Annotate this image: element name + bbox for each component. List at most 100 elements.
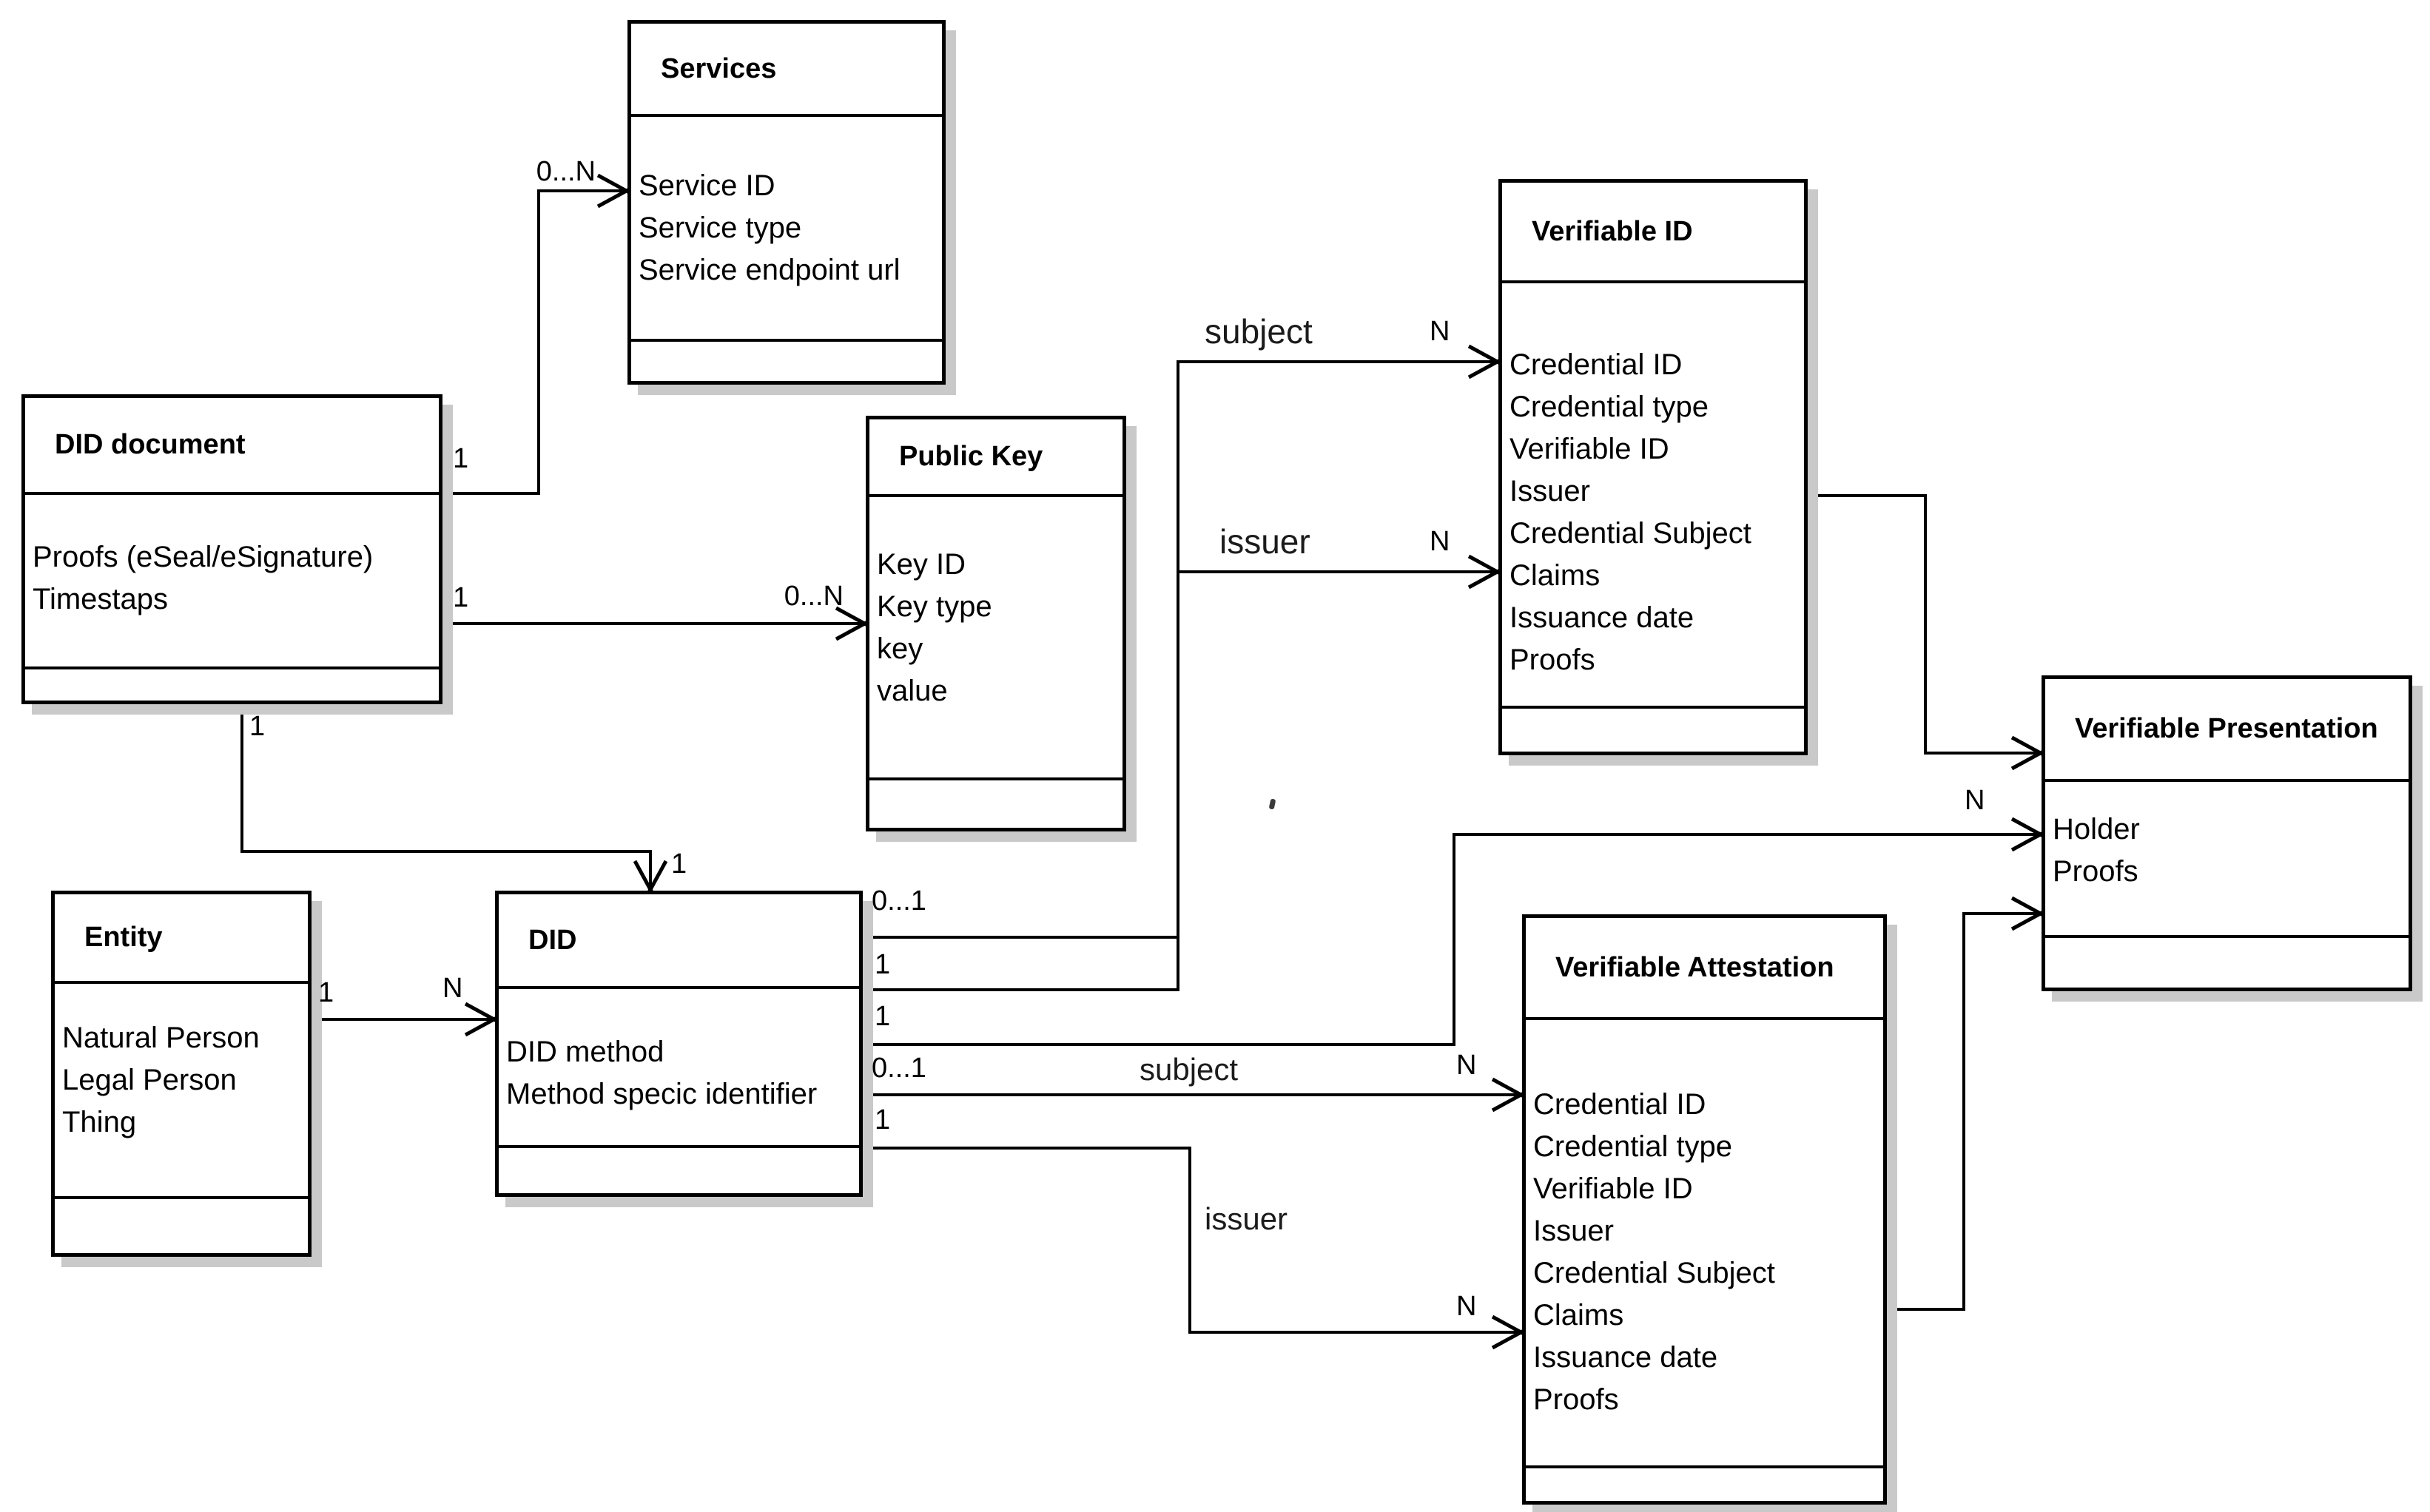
multiplicity-va-issuer-n: N [1456,1291,1477,1322]
connector-va-vp-h1 [1887,1308,1965,1311]
class-title-verifiable-id: Verifiable ID [1502,183,1804,283]
connector-va-vp-v [1962,912,1965,1311]
multiplicity-did-line-c: 1 [875,1001,891,1032]
class-attribute: Key type [877,590,992,623]
class-attribute: Issuance date [1510,601,1694,634]
multiplicity-entity-did-src: 1 [318,977,334,1008]
class-attribute: Issuer [1533,1215,1614,1247]
class-attribute: Claims [1533,1299,1624,1332]
class-attribute: Service type [639,212,802,244]
multiplicity-va-subject-n: N [1456,1050,1477,1081]
connector-vid-vp-h2 [1924,752,2042,755]
connector-diddoc-did-v1 [240,704,243,853]
multiplicity-vid-issuer-n: N [1430,526,1450,557]
stray-mark [1268,798,1276,810]
association-label-va-issuer: issuer [1205,1201,1288,1236]
open-arrowhead-icon-did-left [461,999,502,1040]
multiplicity-vp-holder-n: N [1965,785,1985,816]
connector-diddoc-services-h2 [537,189,627,192]
multiplicity-diddoc-did-src: 1 [249,711,266,742]
class-attribute: Method specic identifier [506,1078,818,1110]
class-title-verifiable-presentation: Verifiable Presentation [2045,679,2409,782]
connector-did-va-subject [863,1093,1522,1096]
class-title-public-key: Public Key [869,419,1123,497]
class-attribute: Service endpoint url [639,254,901,286]
open-arrowhead-icon-vp-top [2007,732,2049,774]
class-footer-entity [55,1199,308,1253]
class-footer-verifiable-id [1502,709,1804,752]
class-title-did-document: DID document [25,398,439,495]
class-attribute: Issuer [1510,475,1590,507]
class-attribute: Natural Person [62,1022,260,1054]
class-attribute: key [877,632,923,665]
open-arrowhead-icon-va-issuer [1488,1312,1529,1353]
class-footer-verifiable-presentation [2045,938,2409,988]
connector-entity-did [312,1018,495,1021]
connector-diddoc-services-v [537,189,540,495]
connector-diddoc-services-h1 [442,492,540,495]
class-attribute: Verifiable ID [1533,1172,1693,1205]
connector-did-va-issuer-h1 [863,1147,1191,1150]
association-label-vid-issuer: issuer [1219,522,1310,561]
class-attributes-did-document: Proofs (eSeal/eSignature)Timestaps [25,495,439,669]
class-title-services: Services [631,24,942,117]
connector-did-vp-h2 [1453,833,2042,836]
class-did-document[interactable]: DID document Proofs (eSeal/eSignature)Ti… [21,394,442,704]
connector-diddoc-did-h [240,850,652,853]
connector-did-vid-h-b [863,988,1179,991]
class-attribute: Credential ID [1533,1088,1706,1121]
connector-did-vid-subject [1177,360,1498,363]
open-arrowhead-icon-va-subject [1488,1074,1529,1116]
class-attribute: Verifiable ID [1510,433,1669,465]
association-label-vid-subject: subject [1205,312,1313,351]
class-attribute: Proofs [1510,644,1595,676]
open-arrowhead-icon-services [593,170,635,212]
class-attribute: Proofs [1533,1383,1619,1416]
association-label-va-subject: subject [1140,1052,1239,1087]
connector-vid-vp-h1 [1808,494,1927,497]
open-arrowhead-icon-did-top [630,857,671,898]
multiplicity-diddoc-publickey-src: 1 [453,582,469,613]
connector-vid-vp-v [1924,494,1927,755]
open-arrowhead-icon-publickey [832,603,873,644]
open-arrowhead-icon-vid-subject [1464,341,1506,382]
multiplicity-did-line-e: 1 [875,1104,891,1135]
multiplicity-entity-did-tgt: N [442,973,463,1004]
connector-did-va-issuer-h2 [1188,1331,1522,1334]
open-arrowhead-icon-vp-holder [2007,814,2049,855]
class-verifiable-attestation[interactable]: Verifiable Attestation Credential ID Cred… [1522,914,1887,1505]
class-attribute: Credential Subject [1510,517,1751,550]
class-footer-services [631,342,942,381]
class-attribute: Credential Subject [1533,1257,1775,1289]
class-title-did: DID [499,894,859,989]
class-attribute: Credential ID [1510,348,1683,381]
connector-did-va-issuer-v [1188,1147,1191,1334]
class-attribute: Holder [2053,813,2140,846]
connector-did-vid-v [1177,360,1179,991]
class-attribute: value [877,675,948,707]
multiplicity-diddoc-services-tgt: 0...N [536,156,596,187]
class-attribute: DID method [506,1036,664,1068]
class-attribute: Claims [1510,559,1601,592]
connector-did-vp-h1 [863,1043,1455,1046]
class-title-verifiable-attestation: Verifiable Attestation [1526,918,1883,1020]
multiplicity-vid-subject-n: N [1430,316,1450,347]
open-arrowhead-icon-vid-issuer [1464,551,1506,593]
multiplicity-did-line-b: 1 [875,949,891,980]
class-attribute: Proofs [2053,855,2138,888]
class-attribute: Service ID [639,169,775,202]
connector-diddoc-did-v2 [649,850,652,891]
